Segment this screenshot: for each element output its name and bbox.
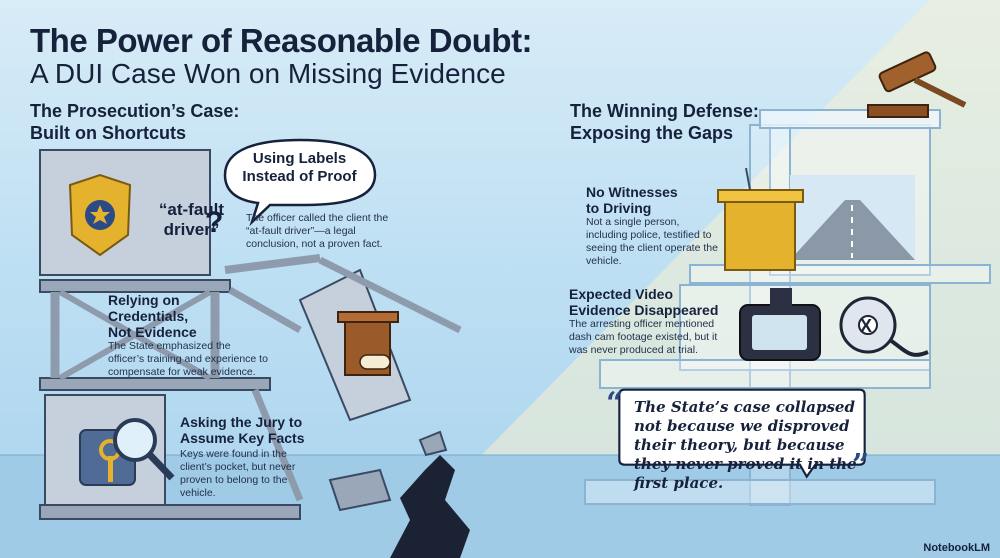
assume-facts-description: Keys were found in the client’s pocket, … (180, 448, 296, 499)
svg-text:X: X (860, 316, 872, 336)
witness-heading: No Witnesses to Driving (586, 184, 678, 216)
credentials-description: The State emphasized the officer’s train… (108, 340, 268, 378)
witness-description: Not a single person, including police, t… (586, 216, 718, 267)
keys-magnifier-icon (79, 418, 175, 486)
road-window (790, 175, 915, 260)
speech-bubble (223, 138, 377, 227)
credentials-heading: Relying on Credentials, Not Evidence (108, 292, 197, 340)
open-quote-icon: “ (606, 386, 624, 421)
police-badge-icon (68, 173, 132, 257)
page-title: The Power of Reasonable Doubt: (30, 22, 533, 59)
close-quote-icon: ” (852, 448, 870, 483)
brand-label: NotebookLM (923, 542, 990, 554)
dash-camera-icon (739, 288, 821, 361)
quote-box (618, 388, 866, 479)
ground-crack (390, 455, 470, 558)
defense-heading: The Winning Defense: Exposing the Gaps (570, 101, 759, 143)
assume-facts-heading: Asking the Jury to Assume Key Facts (180, 414, 305, 446)
labels-bubble-text: Using Labels Instead of Proof (242, 150, 357, 185)
film-reel-x-icon: X (839, 296, 929, 357)
at-fault-quote: “at-fault driver” (158, 200, 225, 239)
prosecution-heading: The Prosecution’s Case: Built on Shortcu… (30, 101, 240, 143)
defense-quote: The State’s case collapsed not because w… (634, 398, 857, 492)
empty-podium-icon (717, 167, 804, 271)
page-subtitle: A DUI Case Won on Missing Evidence (30, 58, 506, 89)
crumbling-scaffold (39, 149, 462, 520)
video-description: The arresting officer mentioned dash cam… (569, 318, 718, 356)
podium-scroll-icon (337, 311, 399, 376)
video-heading: Expected Video Evidence Disappeared (569, 286, 719, 318)
gavel-icon (867, 51, 967, 118)
labels-description: The officer called the client the “at-fa… (246, 212, 389, 250)
question-mark-icon: ? (205, 206, 223, 239)
